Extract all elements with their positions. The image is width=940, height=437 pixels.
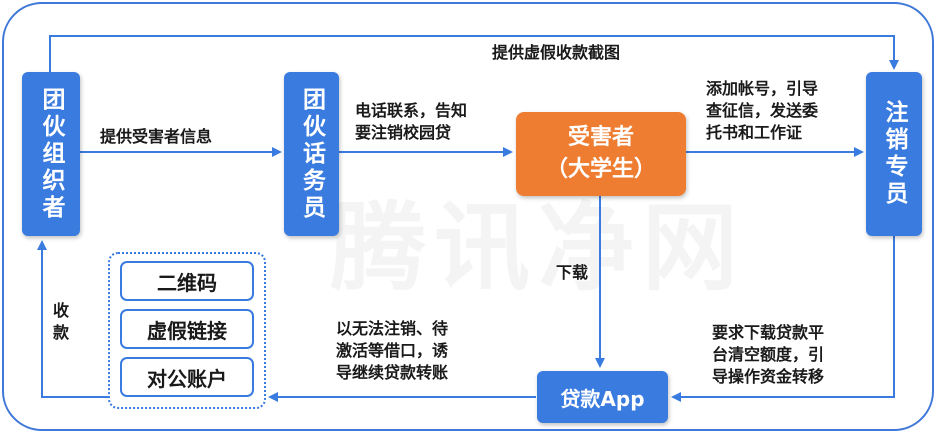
label-guide-victim: 添加帐号，引导 查征信，发送委 托书和工作证 <box>706 79 819 142</box>
label-induce-transfer: 以无法注销、待 激活等借口，诱 导继续贷款转账 <box>336 319 449 382</box>
label-provide-victim-info: 提供受害者信息 <box>100 127 213 146</box>
label-collect-money: 收款 <box>50 302 69 346</box>
label-fake-screenshot: 提供虚假收款截图 <box>492 43 621 62</box>
node-loan-app: 贷款App <box>537 371 668 423</box>
payment-qr-code: 二维码 <box>120 261 254 301</box>
payment-methods-group: 二维码 虚假链接 对公账户 <box>108 252 266 409</box>
arrow-top-loop <box>49 35 899 72</box>
victim-subtitle: （大学生） <box>545 157 656 182</box>
payment-fake-link: 虚假链接 <box>120 309 254 349</box>
node-caller: 团伙话务员 <box>284 72 339 236</box>
node-victim: 受害者 （大学生） <box>516 112 686 196</box>
outer-frame <box>2 2 934 431</box>
label-clear-credit: 要求下载贷款平 台清空额度，引 导操作资金转移 <box>712 323 825 386</box>
node-agent: 注销专员 <box>866 72 922 236</box>
victim-title: 受害者 <box>567 125 634 150</box>
label-download: 下载 <box>556 263 589 282</box>
arrow-payment-organizer <box>37 240 108 398</box>
watermark: 腾讯净网 <box>330 170 746 309</box>
payment-corporate-account: 对公账户 <box>120 357 254 397</box>
node-organizer: 团伙组织者 <box>22 72 80 236</box>
label-call-victim: 电话联系，告知 要注销校园贷 <box>355 101 468 142</box>
arrow-agent-app <box>671 236 895 402</box>
